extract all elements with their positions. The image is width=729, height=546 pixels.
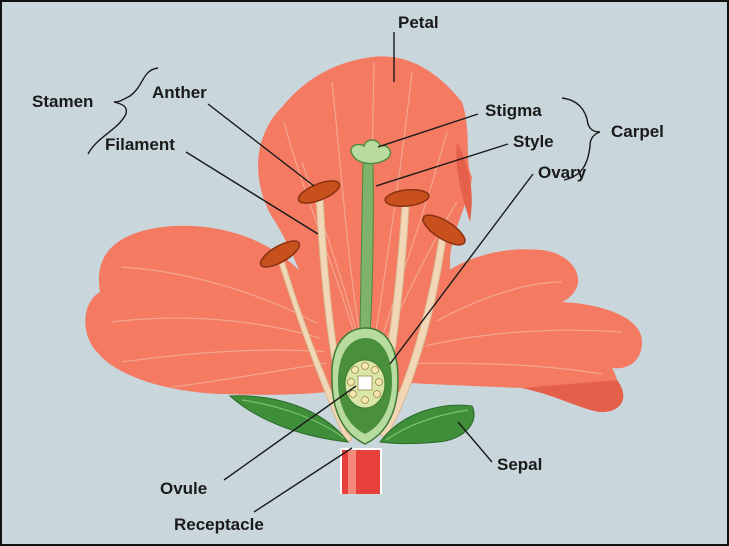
label-ovule: Ovule (160, 479, 207, 498)
label-petal: Petal (398, 13, 439, 32)
receptacle-stem (340, 448, 382, 494)
anther-center-left (297, 180, 341, 204)
sepals (228, 395, 475, 444)
label-sepal: Sepal (497, 455, 542, 474)
label-anther: Anther (152, 83, 207, 102)
stamen-bracket (87, 67, 159, 155)
label-stigma: Stigma (485, 101, 542, 120)
sepal-left (228, 395, 350, 443)
labels: Petal Stamen Anther Filament Stigma Styl… (32, 13, 664, 534)
leader-lines (185, 32, 534, 513)
carpel-bracket (561, 97, 601, 181)
label-ovary: Ovary (538, 163, 587, 182)
label-filament: Filament (105, 135, 175, 154)
label-style: Style (513, 132, 554, 151)
anthers (259, 180, 466, 268)
brackets (87, 67, 601, 181)
label-carpel: Carpel (611, 122, 664, 141)
left-petal (85, 225, 341, 395)
label-stamen: Stamen (32, 92, 93, 111)
label-receptacle: Receptacle (174, 515, 264, 534)
anther-center-right (384, 188, 430, 208)
right-petal (392, 249, 642, 412)
anther-left (259, 240, 301, 268)
ovary (331, 327, 399, 445)
ovules (347, 362, 383, 404)
sepal-right (379, 404, 475, 444)
anther-right (422, 214, 466, 246)
